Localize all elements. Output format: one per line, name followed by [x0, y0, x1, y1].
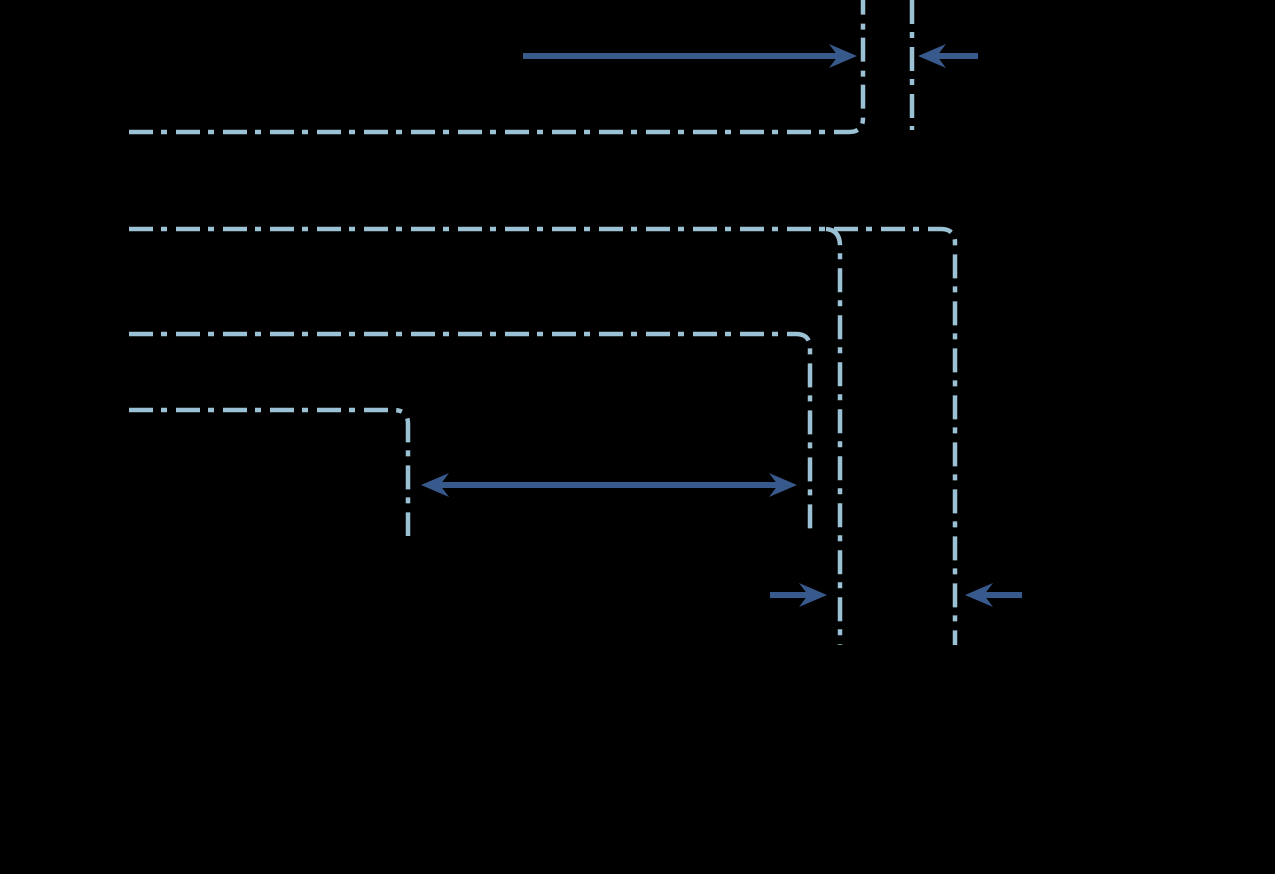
dimension-arrow-left-lower [965, 583, 1022, 607]
dashed-line-fourth-elbow-down [129, 407, 411, 536]
arrowhead-icon [965, 583, 993, 607]
dashed-line-second-elbow-down [129, 226, 958, 645]
dashed-lines-layer [129, 0, 958, 645]
arrowhead-icon [918, 44, 946, 68]
dashed-vertical-middle-drop [825, 226, 843, 645]
arrowhead-icon [769, 473, 797, 497]
dimension-arrows-layer [421, 44, 1022, 607]
dimension-arrow-double-span [421, 473, 797, 497]
arrowhead-icon [421, 473, 449, 497]
dashed-line-third-elbow-down [129, 331, 813, 532]
arrowhead-icon [829, 44, 857, 68]
dimension-arrow-left-to-second-edge [918, 44, 978, 68]
dashed-line-top-elbow-up [129, 0, 866, 135]
dimension-arrow-right-to-first-edge [523, 44, 857, 68]
dimension-arrow-right-lower [770, 583, 827, 607]
arrowhead-icon [799, 583, 827, 607]
